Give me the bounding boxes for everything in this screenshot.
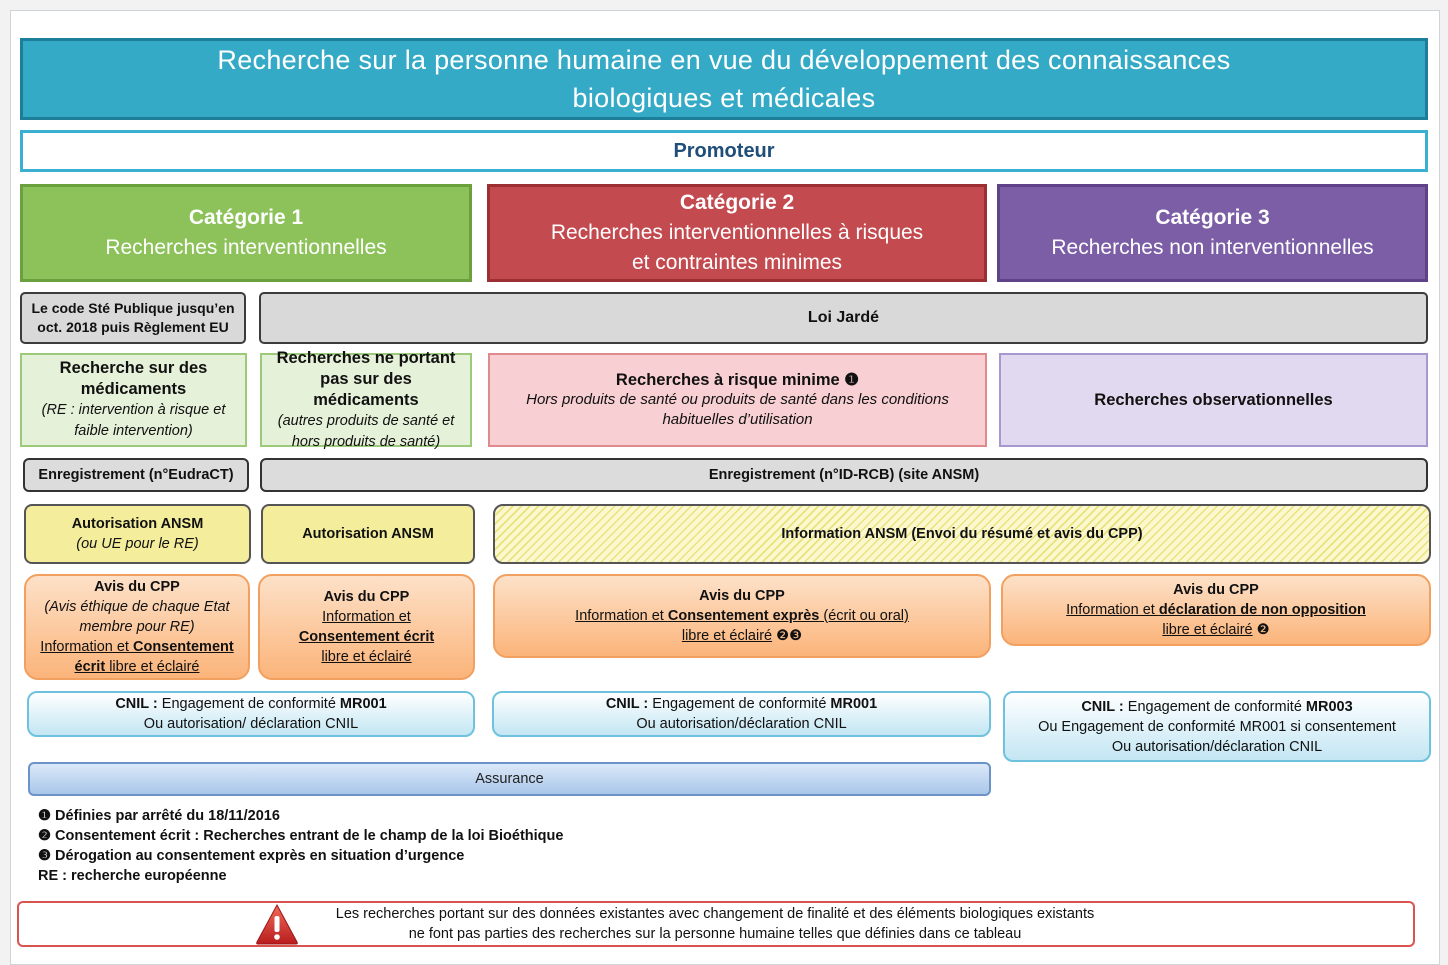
cpp-box-4: Avis du CPP Information et déclaration d… <box>1001 574 1431 646</box>
cpp-1-note-2: membre pour RE) <box>79 619 195 635</box>
cnil-1-code: MR001 <box>339 696 387 712</box>
cpp-4-declaration: déclaration de non opposition <box>1158 602 1366 618</box>
cpp-1-consent: Consentement <box>132 639 234 655</box>
cpp-4-mark: ❷ <box>1252 622 1270 638</box>
category-2-name: Catégorie 2 <box>679 191 795 214</box>
information-ansm-label: Information ANSM (Envoi du résumé et avi… <box>781 526 1143 542</box>
risque-minime-note: Hors produits de santé ou produits de sa… <box>526 391 949 428</box>
code-sante-box: Le code Sté Publique jusqu’en oct. 2018 … <box>20 292 246 344</box>
category-2: Catégorie 2 Recherches interventionnelle… <box>487 184 987 282</box>
warning-box <box>17 901 1415 947</box>
cpp-box-1: Avis du CPP (Avis éthique de chaque Etat… <box>24 574 250 680</box>
autorisation-1-title: Autorisation ANSM <box>71 516 204 532</box>
cnil-2-text: Engagement de conformité <box>648 696 831 712</box>
category-1: Catégorie 1 Recherches interventionnelle… <box>20 184 472 282</box>
footnote-re: RE : recherche européenne <box>38 868 227 884</box>
code-line-2: oct. 2018 puis Règlement EU <box>37 319 229 335</box>
cnil-2-line-2: Ou autorisation/déclaration CNIL <box>636 716 847 732</box>
autorisation-2-title: Autorisation ANSM <box>302 526 434 542</box>
cpp-box-3: Avis du CPP Information et Consentement … <box>493 574 991 658</box>
cnil-3-code: MR003 <box>1305 698 1353 715</box>
title-line-2: biologiques et médicales <box>572 83 876 113</box>
autorisation-1-note: (ou UE pour le RE) <box>76 536 199 552</box>
cnil-3-line-2: Ou Engagement de conformité MR001 si con… <box>1038 718 1396 735</box>
autorisation-ansm-1: Autorisation ANSM (ou UE pour le RE) <box>24 504 251 564</box>
loi-jarde-label: Loi Jardé <box>807 309 880 326</box>
medicaments-title: Recherche sur des médicaments <box>59 359 208 398</box>
cpp-2-title: Avis du CPP <box>323 589 410 605</box>
autorisation-ansm-2: Autorisation ANSM <box>261 504 475 564</box>
cpp-3-marks: ❷❸ <box>772 628 803 644</box>
footnote-1: ❶ Définies par arrêté du 18/11/2016 <box>38 808 280 824</box>
risque-minime-title: Recherches à risque minime ❶ <box>615 371 860 389</box>
cnil-1-label: CNIL : <box>115 696 158 712</box>
category-3-desc: Recherches non interventionnelles <box>1051 236 1374 259</box>
cpp-3-consent: Consentement exprès <box>667 608 820 624</box>
category-1-desc: Recherches interventionnelles <box>105 236 387 259</box>
eudract-label: Enregistrement (n°EudraCT) <box>38 467 234 483</box>
information-ansm-box: Information ANSM (Envoi du résumé et avi… <box>493 504 1431 564</box>
category-3: Catégorie 3 Recherches non interventionn… <box>997 184 1428 282</box>
cpp-2-libre: libre et éclairé <box>321 649 412 665</box>
cnil-1-line-2: Ou autorisation/ déclaration CNIL <box>143 716 359 732</box>
title-line-1: Recherche sur la personne humaine en vue… <box>217 45 1231 75</box>
cpp-4-info: Information et <box>1066 602 1159 618</box>
warning-line-2: ne font pas parties des recherches sur l… <box>408 926 1022 942</box>
non-medicaments-title: Recherches ne portant pas sur des médica… <box>276 348 456 409</box>
medicaments-box: Recherche sur des médicaments (RE : inte… <box>20 353 247 447</box>
cnil-box-2: CNIL : Engagement de conformité MR001 Ou… <box>492 691 991 737</box>
observationnelles-title: Recherches observationnelles <box>1094 390 1333 409</box>
cpp-1-title: Avis du CPP <box>94 579 180 595</box>
cnil-box-1: CNIL : Engagement de conformité MR001 Ou… <box>27 691 475 737</box>
cnil-box-3: CNIL : Engagement de conformité MR003 Ou… <box>1003 691 1431 762</box>
cpp-4-title: Avis du CPP <box>1173 582 1259 598</box>
cpp-3-mode: (écrit ou oral) <box>819 608 909 624</box>
cnil-1-text: Engagement de conformité <box>157 696 340 712</box>
risque-minime-box: Recherches à risque minime ❶ Hors produi… <box>488 353 987 447</box>
idrcb-label: Enregistrement (n°ID-RCB) (site ANSM) <box>708 467 980 483</box>
cpp-1-note-1: (Avis éthique de chaque Etat <box>44 599 230 615</box>
cpp-3-title: Avis du CPP <box>699 588 785 604</box>
code-line-1: Le code Sté Publique jusqu’en <box>31 300 235 316</box>
category-2-desc: Recherches interventionnelles à risques … <box>550 221 924 274</box>
footnote-3: ❸ Dérogation au consentement exprès en s… <box>38 848 465 864</box>
footnotes: ❶ Définies par arrêté du 18/11/2016 ❷ Co… <box>38 806 738 886</box>
promoteur-bar: Promoteur <box>20 130 1428 172</box>
cnil-3-label: CNIL : <box>1081 698 1124 715</box>
promoteur-label: Promoteur <box>673 139 775 162</box>
cnil-2-code: MR001 <box>830 696 878 712</box>
cnil-3-line-3: Ou autorisation/déclaration CNIL <box>1111 738 1323 755</box>
medicaments-note: (RE : intervention à risque et faible in… <box>41 402 226 439</box>
warning-line-1: Les recherches portant sur des données e… <box>335 906 1095 922</box>
category-3-name: Catégorie 3 <box>1155 206 1270 229</box>
non-medicaments-box: Recherches ne portant pas sur des médica… <box>260 349 472 450</box>
main-title: Recherche sur la personne humaine en vue… <box>20 38 1428 120</box>
idrcb-box: Enregistrement (n°ID-RCB) (site ANSM) <box>260 458 1428 492</box>
footnote-2: ❷ Consentement écrit : Recherches entran… <box>38 828 564 844</box>
observationnelles-box: Recherches observationnelles <box>999 353 1428 447</box>
cpp-1-libre: libre et éclairé <box>105 659 200 675</box>
assurance-label: Assurance <box>475 771 544 787</box>
cpp-1-info: Information et <box>40 639 133 655</box>
cnil-3-text: Engagement de conformité <box>1123 698 1306 715</box>
cpp-1-ecrit: écrit <box>74 659 106 675</box>
non-medicaments-note: (autres produits de santé et hors produi… <box>277 412 455 450</box>
loi-jarde-box: Loi Jardé <box>259 292 1428 344</box>
eudract-box: Enregistrement (n°EudraCT) <box>23 458 249 492</box>
category-1-name: Catégorie 1 <box>188 206 304 229</box>
cpp-4-libre: libre et éclairé <box>1162 622 1253 638</box>
warning-icon <box>256 903 298 945</box>
cpp-3-libre: libre et éclairé <box>681 628 773 644</box>
cpp-2-info: Information et <box>322 609 411 625</box>
warning-text: Les recherches portant sur des données e… <box>300 904 1130 944</box>
cpp-box-2: Avis du CPP Information et Consentement … <box>258 574 475 680</box>
cnil-2-label: CNIL : <box>605 696 649 712</box>
assurance-bar: Assurance <box>28 762 991 796</box>
cpp-2-consent: Consentement écrit <box>298 629 435 645</box>
cpp-3-info: Information et <box>575 608 668 624</box>
